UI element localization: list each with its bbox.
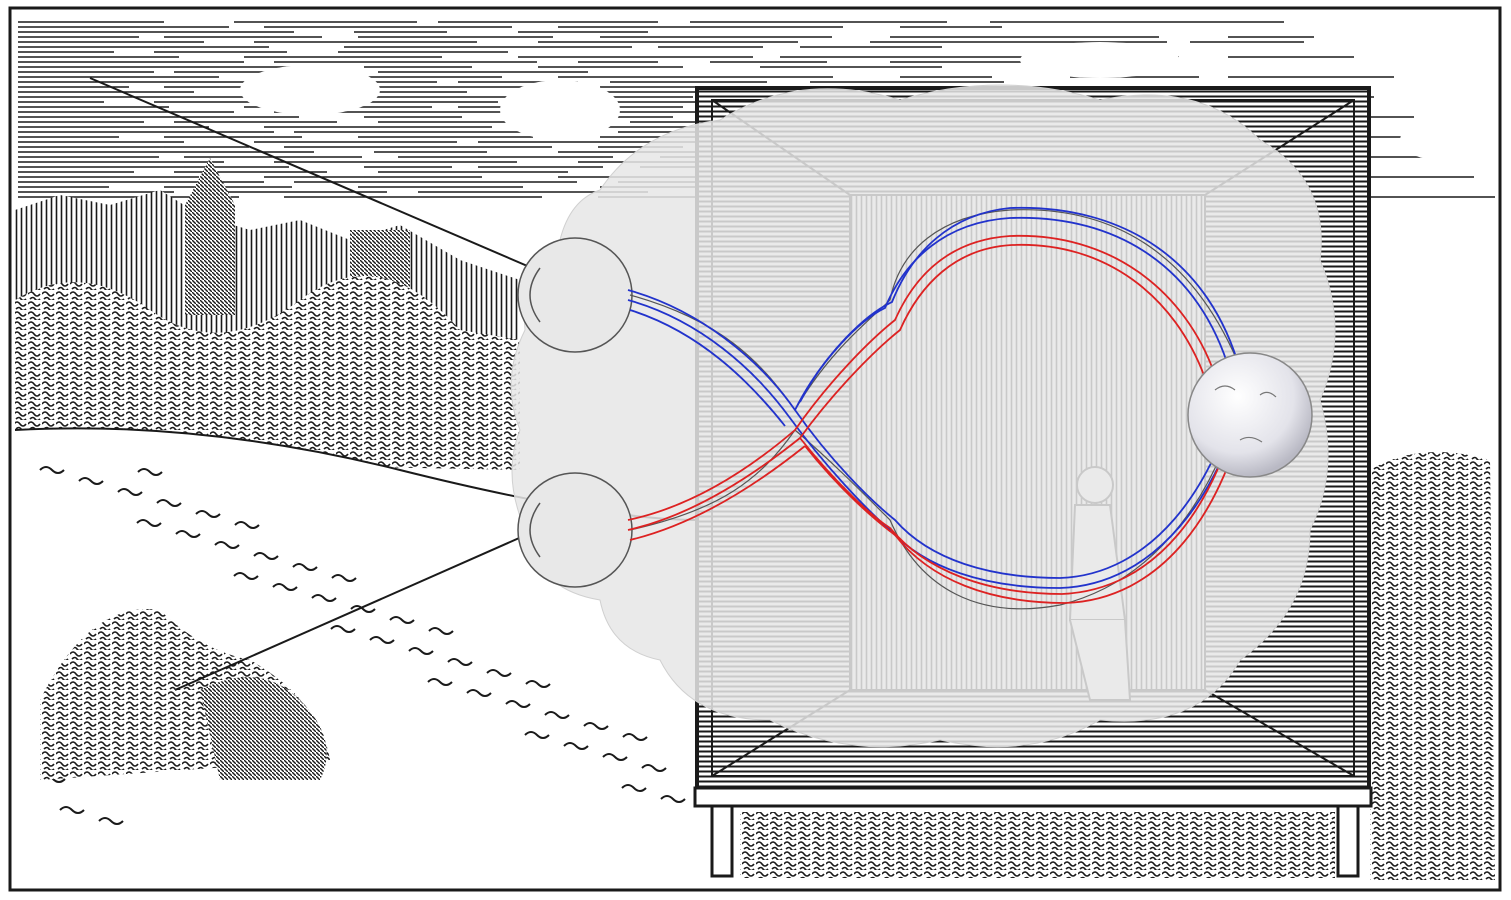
grass-tuft (175, 530, 201, 538)
grass-tuft (156, 499, 182, 507)
grass-tuft (195, 510, 221, 518)
grass-tuft (137, 468, 163, 476)
grass-tuft (622, 733, 648, 741)
grass-tuft (292, 563, 318, 571)
grass-tuft (660, 795, 686, 803)
grass-tuft (331, 574, 357, 582)
grass-tuft (602, 753, 628, 761)
grass-tuft (214, 541, 240, 549)
light-ray (89, 77, 561, 691)
grass-tuft (408, 647, 434, 655)
box-stand (693, 786, 1373, 878)
grass-tuft (311, 594, 337, 602)
grass-tuft (583, 722, 609, 730)
right-foliage (1370, 452, 1495, 880)
grass-tuft (544, 711, 570, 719)
right-eye (517, 472, 633, 588)
grass-tuft (39, 466, 65, 474)
grass-tuft (641, 764, 667, 772)
optic-pathway-right (627, 235, 1251, 604)
grass-tuft (389, 616, 415, 624)
visual-cortex-sphere (1187, 352, 1313, 478)
grass-tuft (234, 521, 260, 529)
shrubs (40, 609, 330, 780)
clouds (240, 42, 1480, 160)
grass-tuft (563, 742, 589, 750)
grass-tuft (233, 572, 259, 580)
grass-tuft (59, 806, 85, 814)
grass-tuft (253, 552, 279, 560)
grass-tuft (136, 519, 162, 527)
grass-tuft (369, 636, 395, 644)
grass-tuft (428, 627, 454, 635)
grass-tuft (524, 731, 550, 739)
grass-tuft (330, 625, 356, 633)
grass-tuft (486, 669, 512, 677)
grass-tuft (98, 817, 124, 825)
grass-tuft (621, 784, 647, 792)
grass-tuft (350, 605, 376, 613)
grass-tuft (525, 680, 551, 688)
grass-tuft (427, 678, 453, 686)
optic-pathway-left-upper (794, 206, 1241, 411)
grass-tuft (466, 689, 492, 697)
castle (15, 158, 520, 470)
grass-tuft (117, 488, 143, 496)
left-eye (517, 237, 633, 353)
grass-tuft (505, 700, 531, 708)
brain-overlay (510, 84, 1336, 748)
grass-tuft (78, 477, 104, 485)
grass-tuft (272, 583, 298, 591)
grass-tuft (447, 658, 473, 666)
